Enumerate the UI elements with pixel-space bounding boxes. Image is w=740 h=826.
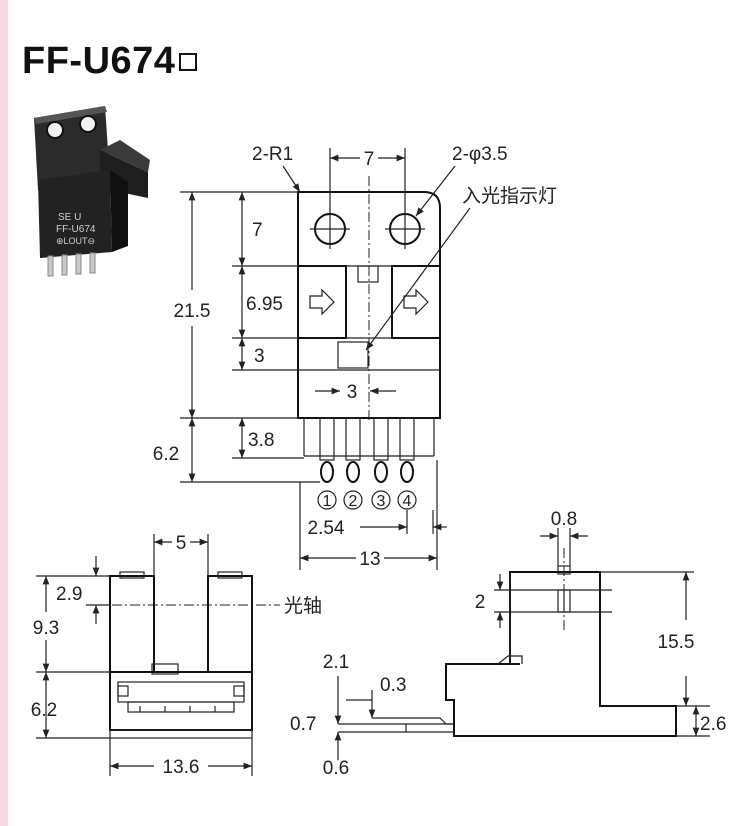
dim-0-6: 0.6 xyxy=(323,758,349,779)
dim-width-13-6: 13.6 xyxy=(163,757,200,778)
pin-number-2: 2 xyxy=(349,493,358,510)
hole-diameter-label: 2-φ3.5 xyxy=(452,144,508,165)
dim-21-5: 21.5 xyxy=(174,301,211,322)
lead-pins xyxy=(303,417,435,483)
dim-pin-pitch: 2.54 xyxy=(308,518,345,539)
dim-3-vertical: 3 xyxy=(254,346,265,367)
front-view-drawing: 光轴 5 2.9 9.3 6.2 13.6 xyxy=(31,533,322,778)
dim-3-8: 3.8 xyxy=(248,430,274,451)
dim-2: 2 xyxy=(475,592,486,613)
arrow-right-icon xyxy=(403,288,429,316)
dim-2-1: 2.1 xyxy=(323,652,349,673)
dim-0-8: 0.8 xyxy=(551,509,577,530)
checkbox-square-icon xyxy=(179,53,198,71)
dim-6-2-top: 6.2 xyxy=(153,444,179,465)
mount-hole-icon xyxy=(79,115,97,133)
dim-0-7: 0.7 xyxy=(290,714,316,735)
product-photo: SE U FF-U674 ⊕LOUT⊖ xyxy=(34,106,150,277)
page-title: FF-U674 xyxy=(22,38,198,84)
dim-width-13: 13 xyxy=(359,549,380,570)
photo-label-polarity: ⊕LOUT⊖ xyxy=(56,236,95,246)
mount-hole-icon xyxy=(46,121,64,139)
dim-2-9: 2.9 xyxy=(56,584,82,605)
dim-6-2-front: 6.2 xyxy=(31,700,57,721)
dim-slot-width: 5 xyxy=(176,533,187,554)
dim-9-3: 9.3 xyxy=(33,618,59,639)
dim-6-95: 6.95 xyxy=(246,294,283,315)
dim-2-6: 2.6 xyxy=(700,714,726,735)
pin-number-4: 4 xyxy=(403,493,412,510)
indicator-led-label: 入光指示灯 xyxy=(462,185,557,207)
dim-15-5: 15.5 xyxy=(658,632,695,653)
optical-axis-label: 光轴 xyxy=(284,595,322,617)
side-view-drawing: 0.8 2 15.5 2.6 2.1 0.3 0.7 0.6 xyxy=(290,509,726,779)
photo-label-model: FF-U674 xyxy=(56,224,96,235)
arrow-right-icon xyxy=(309,288,335,316)
top-view-drawing: 1 2 3 4 2-R1 7 2-φ3.5 入光指示灯 21.5 6.2 7 xyxy=(153,144,557,570)
hole-pitch-label: 7 xyxy=(364,149,375,170)
model-name: FF-U674 xyxy=(22,40,176,82)
dim-0-3: 0.3 xyxy=(380,675,406,696)
left-accent-bar xyxy=(0,0,8,826)
pin-number-1: 1 xyxy=(323,493,332,510)
dim-3-horizontal: 3 xyxy=(347,382,358,403)
radius-label: 2-R1 xyxy=(252,144,293,165)
dim-7-vertical: 7 xyxy=(252,220,263,241)
pin-number-3: 3 xyxy=(377,493,386,510)
photo-label-brand: SE U xyxy=(58,212,81,223)
